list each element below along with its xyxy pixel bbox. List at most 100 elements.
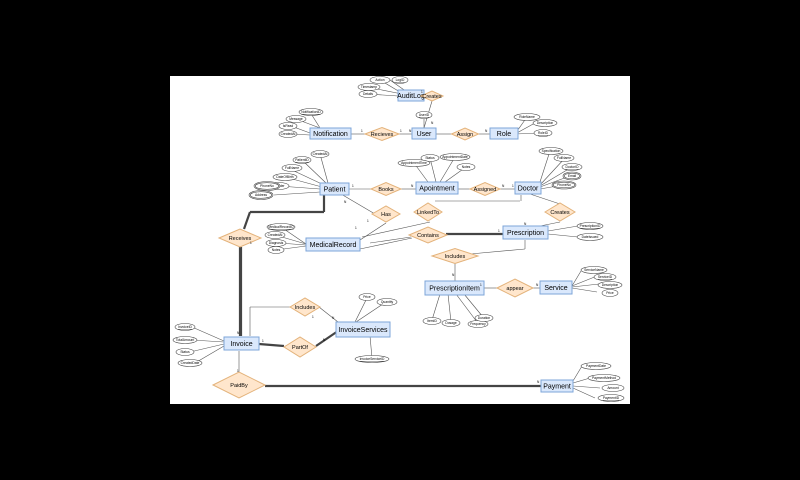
relationship-creates2: Creates <box>544 202 576 222</box>
attribute-label: Message <box>289 117 303 121</box>
attribute-created-at: CreatedAt <box>264 231 286 239</box>
attribute-label: Description <box>602 283 619 287</box>
cardinality-label: 1 <box>480 283 482 287</box>
attribute-action: Action <box>369 76 391 84</box>
attribute-item-id: ItemID <box>422 317 442 325</box>
attribute-role-name: RoleName <box>513 113 541 121</box>
relationship-books: Books <box>369 181 403 197</box>
attribute-label: AppointmentDate <box>442 155 468 159</box>
cardinality-label: 1 <box>250 241 252 245</box>
relationship-label: Books <box>378 187 394 193</box>
relationship-label: Includes <box>445 254 466 260</box>
attribute-label: Diagnosis <box>269 241 284 245</box>
attribute-label: UserID <box>419 113 430 117</box>
attribute-status: Status <box>420 154 440 162</box>
entity-label: MedicalRecord <box>310 242 357 249</box>
relationship-assign: Assign <box>450 127 480 141</box>
relationship-has: Has <box>370 205 402 223</box>
attribute-date-of-birth: DateOfBirth <box>272 173 298 181</box>
attribute-label: RoleID <box>538 131 549 135</box>
entity-doctor: Doctor <box>514 181 542 195</box>
attribute-created-at: CreatedAt <box>310 150 330 158</box>
attribute-label: Dosage <box>445 321 457 325</box>
cardinality-label: 1 <box>355 226 357 230</box>
attribute-label: Action <box>375 78 384 82</box>
attribute-label: NotificationID <box>301 110 321 114</box>
relationship-label: Receives <box>229 236 252 242</box>
attribute-label: ServiceID <box>598 275 613 279</box>
entity-prescription: Prescription <box>502 225 549 240</box>
attribute-details: Details <box>358 90 378 98</box>
relationship-label: Includes <box>295 305 316 311</box>
cardinality-label: N <box>452 273 455 277</box>
attribute-label: InvoiceID <box>178 325 192 329</box>
attribute-label: Specification <box>542 149 561 153</box>
attribute-total-amount: TotalAmount <box>172 336 198 344</box>
cardinality-label: N <box>323 338 326 342</box>
relationship-receives: Receives <box>217 228 263 248</box>
cardinality-label: 1 <box>237 369 239 373</box>
entity-label: Apointment <box>419 186 454 193</box>
attribute-message: Message <box>285 115 307 123</box>
attribute-phone-no: PhoneNo <box>551 180 577 190</box>
attribute-label: IsRead <box>283 124 294 128</box>
attribute-label: CreatedAt <box>313 152 328 156</box>
attribute-label: FullName <box>557 156 571 160</box>
cardinality-label: 1 <box>512 184 514 188</box>
attribute-service-name: ServiceName <box>580 266 608 274</box>
attribute-label: LogID <box>396 78 405 82</box>
cardinality-label: 1 <box>498 229 500 233</box>
attribute-label: DateIssued <box>582 235 599 239</box>
entity-label: Doctor <box>518 186 539 193</box>
entity-label: Invoice <box>230 341 252 348</box>
relationship-label: Recieves <box>371 132 394 138</box>
relationship-label: PartOf <box>292 345 308 351</box>
attribute-label: Quantity <box>381 300 394 304</box>
attribute-label: Amount <box>607 386 618 390</box>
attribute-specification: Specification <box>538 147 564 155</box>
attribute-full-name: FullName <box>281 164 303 172</box>
cardinality-label: N <box>485 129 488 133</box>
relationship-label: appear <box>506 286 523 292</box>
relationship-appear: appear <box>495 278 535 298</box>
relationship-creates1: Creates <box>419 90 445 102</box>
relationship-linked-to: LinkedTo <box>413 202 443 222</box>
attribute-service-id: ServiceID <box>593 273 617 281</box>
relationship-assigned: Assigned <box>468 181 502 197</box>
relationship-label: Assign <box>457 132 474 138</box>
attribute-invoice-id: InvoiceID <box>174 323 196 331</box>
cardinality-label: 1 <box>312 315 314 319</box>
attribute-invoice-service-id: InvoiceServiceID <box>354 355 390 363</box>
attribute-diagnosis: Diagnosis <box>265 239 287 247</box>
attribute-label: Frequency <box>470 322 486 326</box>
attribute-timestamp: Timestamp <box>357 83 381 91</box>
attribute-label: Timestamp <box>361 85 377 89</box>
attribute-label: Notes <box>462 165 471 169</box>
attribute-label: PaymentDate <box>586 364 606 368</box>
cardinality-label: 1 <box>262 339 264 343</box>
entity-invoice-services: InvoiceServices <box>335 321 391 338</box>
attribute-label: PaymentID <box>603 396 620 400</box>
attribute-duration: Duration <box>474 314 494 322</box>
attribute-label: ServiceName <box>584 268 604 272</box>
cardinality-label: N <box>409 129 412 133</box>
relationship-contains: Contains <box>407 226 449 244</box>
cardinality-label: N <box>332 316 335 320</box>
attribute-label: DateOfBirth <box>276 175 293 179</box>
entity-apointment: Apointment <box>415 181 459 195</box>
cardinality-label: N <box>537 380 540 384</box>
attribute-price: Price <box>358 293 376 301</box>
entity-notification: Notification <box>309 127 352 140</box>
entity-service: Service <box>539 280 573 295</box>
attribute-description: Description <box>532 119 558 127</box>
entity-medical-record: MedicalRecord <box>305 237 361 252</box>
attribute-label: Address <box>255 193 267 197</box>
attribute-payment-method: PaymentMethod <box>587 374 621 382</box>
attribute-log-id: LogID <box>391 76 409 84</box>
attribute-label: Details <box>363 92 373 96</box>
entity-label: Payment <box>543 384 571 391</box>
attribute-label: PatientID <box>295 158 309 162</box>
attribute-label: ItemID <box>427 319 437 323</box>
entity-label: User <box>417 131 432 138</box>
attribute-label: Email <box>568 174 577 178</box>
